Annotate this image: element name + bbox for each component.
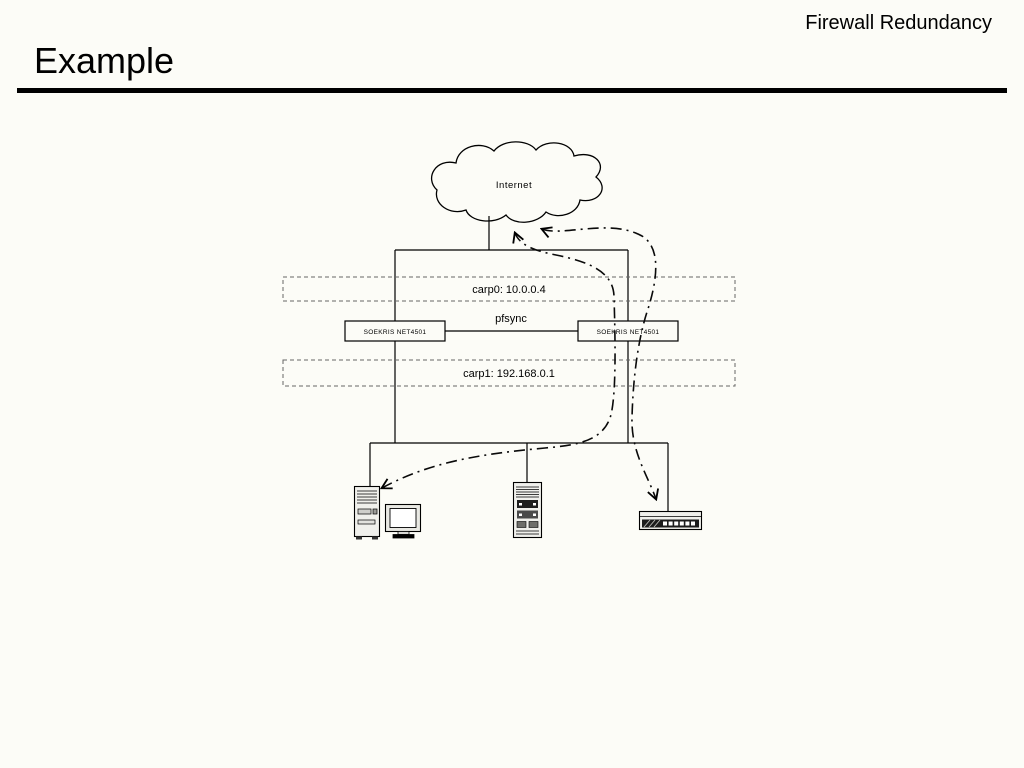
server-icon — [512, 481, 543, 539]
workstation-foot-left — [356, 536, 362, 540]
workstation-drive-slot — [357, 508, 372, 515]
pfsync-link: pfsync — [445, 313, 578, 332]
carp0-label: carp0: 10.0.0.4 — [472, 284, 545, 296]
internet-cloud-icon: Internet — [431, 141, 603, 223]
workstation-foot-right — [372, 536, 378, 540]
firewall-left: SOEKRIS NET4501 — [344, 320, 446, 342]
pfsync-label: pfsync — [495, 313, 527, 325]
network-links — [369, 216, 669, 511]
page-title: Example — [34, 40, 175, 81]
server-bay-2-led-a — [519, 513, 522, 516]
server-panel-left — [516, 521, 527, 528]
carp1-zone: carp1: 192.168.0.1 — [282, 359, 736, 387]
cloud-outline — [431, 141, 603, 223]
server-bay-1-led-a — [519, 503, 522, 506]
server-bottom-vents — [516, 530, 539, 535]
switch-icon — [638, 510, 703, 531]
carp1-label: carp1: 192.168.0.1 — [463, 368, 555, 380]
monitor-screen — [389, 508, 417, 528]
monitor-stand-neck — [397, 531, 410, 535]
firewall-right: SOEKRIS NET4501 — [577, 320, 679, 342]
server-panel-right — [528, 521, 539, 528]
firewall-left-label: SOEKRIS NET4501 — [364, 329, 427, 336]
traffic-flow-arrows — [382, 228, 656, 499]
internet-label: Internet — [496, 180, 532, 191]
workstation-lower-panel — [357, 519, 376, 525]
server-bay-1 — [517, 500, 538, 508]
flow-arrow-return-path — [542, 228, 656, 499]
server-top-vents — [516, 486, 539, 498]
slide-header-right: Firewall Redundancy — [805, 12, 992, 34]
server-body — [512, 481, 543, 539]
server-bay-2-led-b — [533, 513, 536, 516]
switch-vent-hatch — [643, 519, 661, 528]
firewall-right-label: SOEKRIS NET4501 — [597, 329, 660, 336]
title-divider-rule — [17, 88, 1007, 93]
monitor-stand-base — [392, 534, 415, 539]
workstation-button — [372, 508, 378, 515]
workstation-icon — [353, 485, 422, 540]
carp0-zone: carp0: 10.0.0.4 — [282, 276, 736, 302]
server-bay-2 — [517, 510, 538, 519]
switch-ports — [663, 521, 695, 526]
workstation-tower-vents — [357, 490, 377, 504]
server-bay-1-led-b — [533, 503, 536, 506]
